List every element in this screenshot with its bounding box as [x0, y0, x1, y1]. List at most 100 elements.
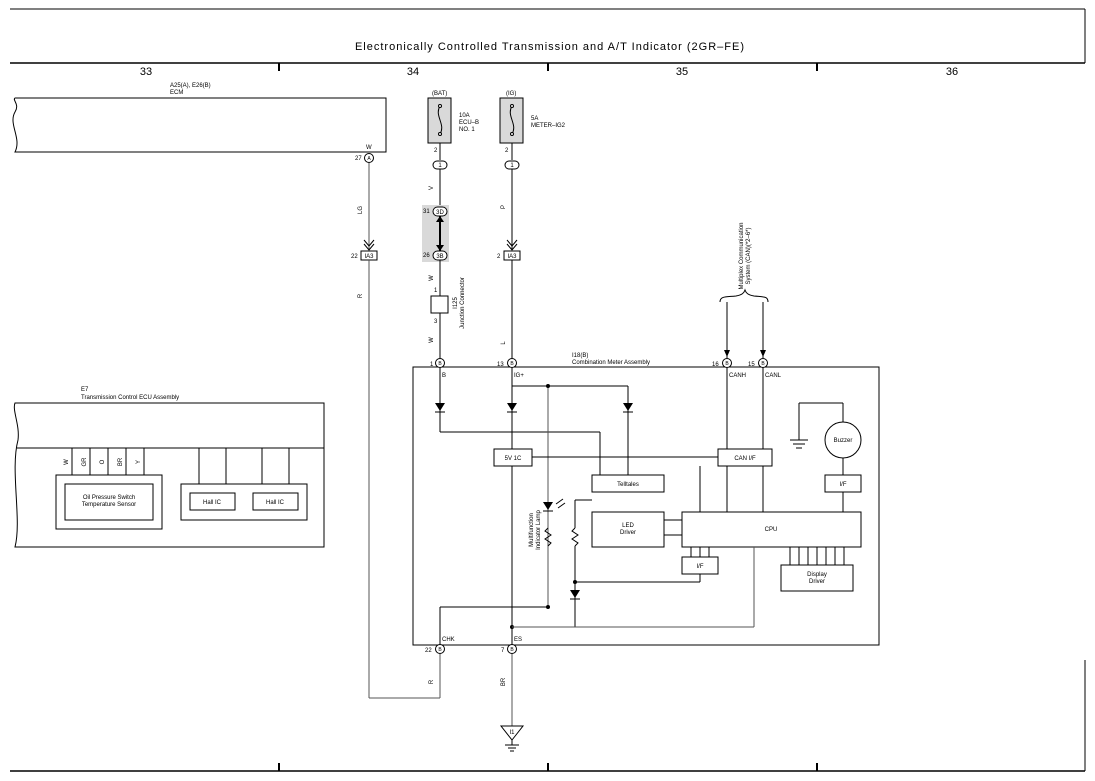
- grid-number: 35: [676, 66, 688, 78]
- pin-letter: B: [438, 361, 442, 367]
- multiplex-can: Multiplex Communication System (CAN)(*2–…: [719, 222, 769, 358]
- tcu-wire: BR: [118, 457, 124, 466]
- pin-number: 15: [748, 362, 755, 368]
- pin-number: 31: [423, 209, 430, 215]
- grid-number: 34: [407, 66, 419, 78]
- meter-terminal: [758, 358, 768, 368]
- multiplex-line2: System (CAN)(*2–6*): [746, 227, 752, 284]
- led-icon: [543, 502, 553, 510]
- pin-number: 1: [434, 288, 438, 294]
- combination-meter: I18(B) Combination Meter Assembly 1 B B …: [412, 353, 880, 654]
- pin-number: 2: [434, 148, 438, 154]
- pin-number: 16: [712, 362, 719, 368]
- fuse-rating: 5A: [531, 116, 538, 122]
- pin-number: 2: [497, 254, 501, 260]
- tcu-wire: GR: [82, 457, 88, 467]
- ecm-pin-number: 27: [355, 156, 362, 162]
- junction-id: 3B: [436, 254, 443, 260]
- pin-number: 22: [351, 254, 358, 260]
- signal-label: B: [442, 373, 446, 379]
- led-driver-label: LED: [622, 523, 634, 529]
- telltales-label: Telltales: [617, 482, 639, 488]
- pin-number: 22: [425, 648, 432, 654]
- fuse-name: ECU–B: [459, 120, 479, 126]
- diode-icon: [435, 403, 445, 411]
- tcu-name: Transmission Control ECU Assembly: [81, 395, 179, 401]
- resistor-icon: [544, 527, 552, 547]
- connector-id: IA3: [507, 254, 517, 260]
- junction-name: Junction Connector: [460, 277, 466, 329]
- wire-color-label: V: [429, 186, 435, 190]
- pin-number: 1: [430, 362, 434, 368]
- pin-number: 13: [497, 362, 504, 368]
- grid-ruler-bottom: [10, 660, 1086, 772]
- lamp-label: Multifunction: [529, 513, 535, 547]
- wire-color-label: W: [429, 275, 435, 281]
- meter-terminal: [507, 358, 517, 368]
- grid-number: 36: [946, 66, 958, 78]
- lg-wire: LG IA3 22 R: [351, 163, 440, 699]
- pin-number: 3: [434, 319, 438, 325]
- wire-color-label: R: [358, 293, 364, 298]
- lamp-label-2: Indicator Lamp: [536, 510, 542, 550]
- pin-letter: B: [510, 361, 514, 367]
- resistor-icon: [571, 527, 579, 547]
- diode-icon: [570, 590, 580, 598]
- ecm-name: ECM: [170, 90, 183, 96]
- connector-id: 1: [438, 163, 442, 169]
- ecm-ref: A25(A), E26(B): [170, 83, 211, 89]
- sensor-label: Oil Pressure Switch: [83, 495, 135, 501]
- meter-terminal: [722, 358, 732, 368]
- wire-color-label: BR: [501, 677, 507, 686]
- wire-color-label: LG: [358, 206, 364, 214]
- pin-letter: B: [761, 361, 765, 367]
- multiplex-line1: Multiplex Communication: [739, 222, 745, 289]
- tcu-wire: W: [64, 459, 70, 465]
- hall-ic-label: Hall IC: [203, 500, 222, 506]
- signal-label: CANH: [729, 373, 746, 379]
- pin-number: 2: [505, 148, 509, 154]
- cpu-label: CPU: [765, 527, 778, 533]
- transmission-ecu: E7 Transmission Control ECU Assembly W G…: [13, 387, 325, 548]
- title-block: Electronically Controlled Transmission a…: [10, 8, 1086, 64]
- tcu-wire: Y: [136, 460, 142, 464]
- tcu-ref: E7: [81, 387, 89, 393]
- pin-number: 26: [423, 253, 430, 259]
- buzzer-label: Buzzer: [834, 438, 853, 444]
- diode-icon: [507, 403, 517, 411]
- fuse-rating: 10A: [459, 113, 470, 119]
- signal-label: IG+: [514, 373, 524, 379]
- ecm-block: A25(A), E26(B) ECM W 27 A: [12, 83, 387, 163]
- grid-ruler-top: 33 34 35 36: [140, 63, 958, 78]
- wire-color-label: W: [429, 337, 435, 343]
- connector-id: 1: [510, 163, 514, 169]
- sensor-label-2: Temperature Sensor: [82, 502, 136, 508]
- led-driver-label-2: Driver: [620, 530, 636, 536]
- ground-icon: [499, 725, 525, 741]
- supply-label: (BAT): [432, 91, 447, 97]
- if-label: I/F: [840, 482, 847, 488]
- supply-label: (IG): [506, 91, 516, 97]
- ecm-pin-letter: A: [367, 156, 371, 162]
- signal-label: CHK: [442, 637, 455, 643]
- meter-ref: I18(B): [572, 353, 588, 359]
- pin-letter: B: [725, 361, 729, 367]
- meter-terminal: [435, 358, 445, 368]
- hall-ic-label: Hall IC: [266, 500, 285, 506]
- grid-number: 33: [140, 66, 152, 78]
- can-if-label: CAN I/F: [734, 456, 756, 462]
- pin-letter: B: [510, 647, 514, 653]
- regulator-label: 5V 1C: [505, 456, 522, 462]
- diode-icon: [623, 403, 633, 411]
- junction-connector-i125: 1 3 I125 Junction Connector W: [429, 277, 466, 358]
- fuse-ecu-b: (BAT) 10A ECU–B NO. 1 2 1 V: [427, 91, 479, 206]
- junction-3d-3b: 31 3D 26 3B W: [422, 205, 449, 296]
- wire-color-label: R: [429, 679, 435, 684]
- ecm-terminal: [364, 153, 374, 163]
- if-label: I/F: [697, 564, 704, 570]
- display-label-2: Driver: [809, 579, 825, 585]
- junction-id: 3D: [436, 210, 444, 216]
- pin-letter: B: [438, 647, 442, 653]
- ground-id: I1: [509, 730, 515, 736]
